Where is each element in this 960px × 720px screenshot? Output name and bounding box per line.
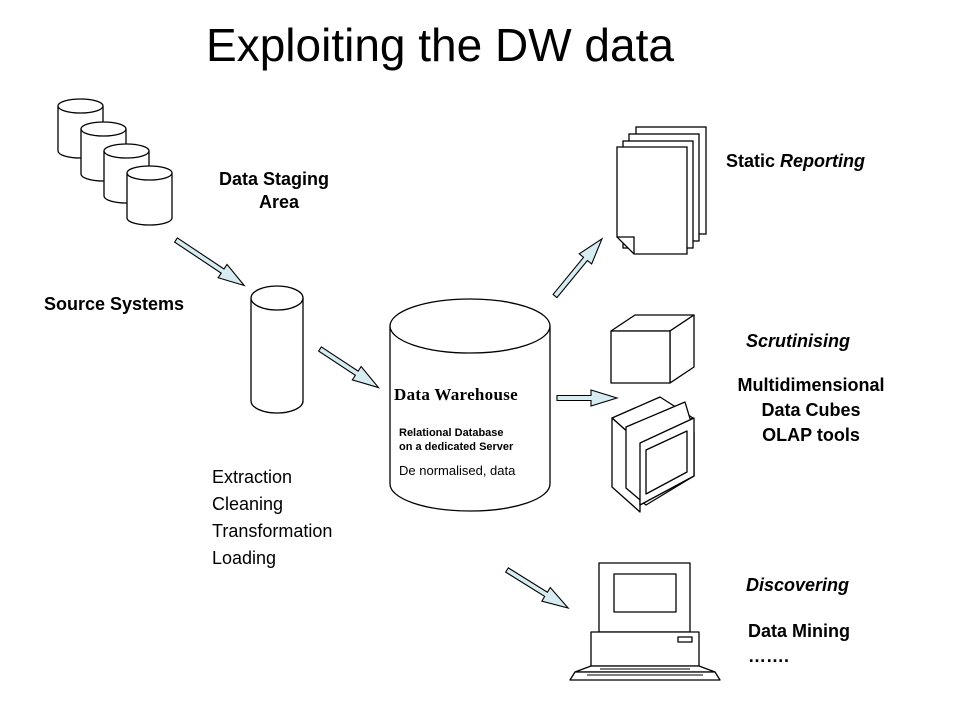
multidimensional-line1: Multidimensional — [737, 375, 885, 395]
multidimensional-line2: Data Cubes — [761, 400, 861, 420]
static-reporting-label: Static Reporting — [726, 151, 865, 172]
arrow-staging-to-warehouse — [317, 346, 381, 389]
process-steps-list: Extraction Cleaning Transformation Loadi… — [212, 464, 332, 572]
scrutinising-label: Scrutinising — [746, 331, 851, 351]
staging-area-cylinder-icon — [250, 285, 304, 414]
process-step-extraction: Extraction — [212, 467, 293, 487]
staging-area-label-line1: Data Staging — [219, 169, 330, 189]
arrow-warehouse-to-mining — [504, 567, 570, 610]
arrow-warehouse-to-reports — [552, 237, 604, 299]
source-db-4-icon — [126, 165, 173, 226]
multidimensional-label: Multidimensional Data Cubes OLAP tools — [694, 373, 928, 448]
source-systems-icon — [57, 98, 173, 226]
data-warehouse-label: Data Warehouse — [394, 385, 518, 404]
discovering-label: Discovering — [746, 575, 850, 595]
static-reporting-suffix: Reporting — [780, 151, 866, 171]
olap-monitor-icon — [611, 396, 695, 513]
data-mining-label: Data Mining — [748, 621, 850, 641]
data-cube-icon — [610, 314, 695, 384]
process-step-loading: Loading — [212, 548, 277, 568]
computer-icon — [569, 562, 721, 681]
dw-subtitle-line2: on a dedicated Server — [399, 441, 514, 453]
data-mining-ellipsis: ……. — [748, 646, 790, 666]
process-step-transformation: Transformation — [212, 521, 333, 541]
data-warehouse-cylinder-icon — [389, 298, 551, 512]
page-title: Exploiting the DW data — [206, 19, 674, 71]
dw-subtitle-line1: Relational Database — [399, 427, 504, 439]
static-reporting-prefix: Static — [726, 151, 781, 171]
staging-area-label-line2: Area — [259, 192, 300, 212]
process-step-cleaning: Cleaning — [212, 494, 284, 514]
dw-subtitle-line3: De normalised, data — [399, 463, 516, 478]
arrow-warehouse-to-olap — [556, 389, 619, 407]
arrow-source-to-staging — [173, 237, 246, 287]
source-systems-label: Source Systems — [44, 294, 185, 314]
multidimensional-line3: OLAP tools — [762, 425, 860, 445]
documents-icon — [616, 126, 707, 255]
